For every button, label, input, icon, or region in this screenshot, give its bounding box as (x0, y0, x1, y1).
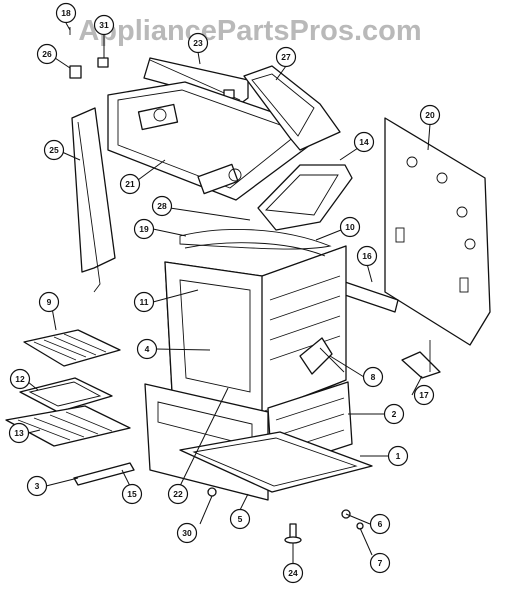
callout-30: 30 (176, 522, 198, 544)
side-panel-left (71, 107, 116, 293)
callout-3: 3 (26, 475, 48, 497)
callout-19: 19 (133, 218, 155, 240)
svg-text:16: 16 (362, 251, 372, 261)
svg-text:6: 6 (378, 519, 383, 529)
callout-13: 13 (8, 422, 30, 444)
svg-text:18: 18 (61, 8, 71, 18)
callout-10: 10 (339, 216, 361, 238)
svg-text:19: 19 (139, 224, 149, 234)
svg-text:20: 20 (425, 110, 435, 120)
callout-18: 18 (55, 2, 77, 24)
watermark-text: AppliancePartsPros.com (78, 15, 421, 47)
callout-21: 21 (119, 173, 141, 195)
callout-25: 25 (43, 139, 65, 161)
svg-text:7: 7 (378, 558, 383, 568)
callout-6: 6 (369, 513, 391, 535)
oven-rack-2 (5, 405, 131, 447)
oven-cavity (164, 245, 347, 413)
svg-text:17: 17 (419, 390, 429, 400)
svg-text:14: 14 (359, 137, 369, 147)
svg-text:10: 10 (345, 222, 355, 232)
svg-text:4: 4 (145, 344, 150, 354)
oven-rack-1 (23, 329, 121, 367)
svg-text:8: 8 (371, 372, 376, 382)
svg-text:22: 22 (173, 489, 183, 499)
svg-text:27: 27 (281, 52, 291, 62)
small-clips (69, 27, 109, 79)
svg-text:12: 12 (15, 374, 25, 384)
top-rail (143, 57, 249, 105)
heat-deflector (257, 164, 353, 231)
callout-7: 7 (369, 552, 391, 574)
callout-5: 5 (229, 508, 251, 530)
callout-2: 2 (383, 403, 405, 425)
svg-text:28: 28 (157, 201, 167, 211)
svg-text:11: 11 (140, 297, 149, 307)
callout-9: 9 (38, 291, 60, 313)
svg-text:21: 21 (125, 179, 135, 189)
broiler-pan (19, 377, 113, 413)
callout-14: 14 (353, 131, 375, 153)
svg-text:26: 26 (42, 49, 52, 59)
svg-text:31: 31 (99, 20, 109, 30)
svg-text:5: 5 (238, 514, 243, 524)
bake-element (179, 229, 332, 257)
svg-text:15: 15 (127, 489, 137, 499)
callout-16: 16 (356, 245, 378, 267)
callout-22: 22 (167, 483, 189, 505)
svg-text:23: 23 (193, 38, 203, 48)
valve-bracket (299, 337, 345, 375)
svg-text:24: 24 (288, 568, 298, 578)
callout-1: 1 (387, 445, 409, 467)
svg-text:9: 9 (47, 297, 52, 307)
callout-24: 24 (282, 562, 304, 584)
base-pan (179, 431, 373, 493)
callout-4: 4 (136, 338, 158, 360)
back-panel (384, 117, 491, 346)
svg-text:1: 1 (396, 451, 401, 461)
svg-text:13: 13 (14, 428, 24, 438)
callout-11: 11 (133, 291, 155, 313)
callout-12: 12 (9, 368, 31, 390)
svg-text:2: 2 (392, 409, 397, 419)
svg-text:25: 25 (49, 145, 59, 155)
callout-23: 23 (187, 32, 209, 54)
callout-15: 15 (121, 483, 143, 505)
callout-8: 8 (362, 366, 384, 388)
callout-31: 31 (93, 14, 115, 36)
svg-text:30: 30 (182, 528, 192, 538)
rack-slide (73, 462, 135, 486)
callout-17: 17 (413, 384, 435, 406)
leader-lines (27, 22, 431, 563)
vent-duct (243, 65, 341, 151)
callout-28: 28 (151, 195, 173, 217)
callout-27: 27 (275, 46, 297, 68)
svg-text:3: 3 (35, 481, 40, 491)
callout-26: 26 (36, 43, 58, 65)
callout-20: 20 (419, 104, 441, 126)
leg-bracket (401, 340, 441, 379)
cooktop-burner-box (107, 81, 319, 201)
